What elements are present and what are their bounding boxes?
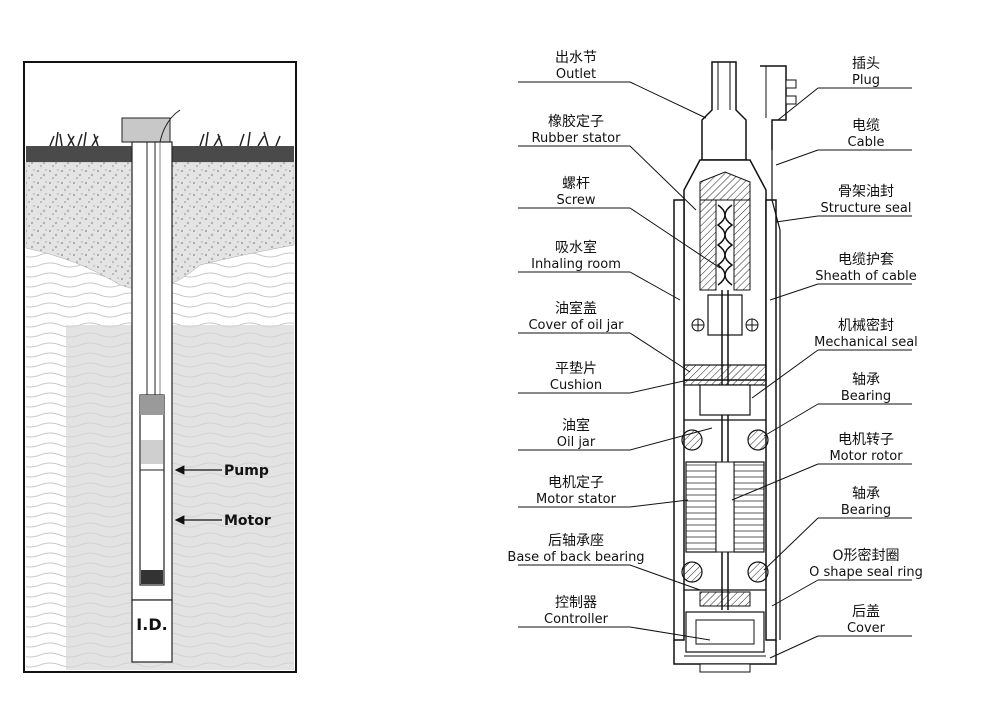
left-leader-line-3 xyxy=(629,271,681,301)
pump-label: Pump xyxy=(224,463,269,479)
right-leader-line-3 xyxy=(769,283,819,301)
right-label-4-en: Mechanical seal xyxy=(814,335,918,350)
right-label-9-cn: 后盖 xyxy=(852,604,880,620)
right-label-4-cn: 机械密封 xyxy=(838,317,894,334)
right-label-2-cn: 骨架油封 xyxy=(838,184,894,200)
left-label-2-en: Screw xyxy=(556,193,595,208)
right-leader-line-1 xyxy=(775,149,819,166)
left-label-5-en: Cushion xyxy=(550,378,602,393)
right-label-3-en: Sheath of cable xyxy=(815,269,917,284)
right-label-0-en: Plug xyxy=(852,73,880,88)
right-leader-line-9 xyxy=(769,635,819,659)
left-leader-line-1 xyxy=(629,145,697,211)
left-label-1-cn: 橡胶定子 xyxy=(548,113,604,130)
left-leader-line-0 xyxy=(629,81,707,119)
right-leader-line-7 xyxy=(763,517,819,571)
pump-cross-section xyxy=(673,61,797,673)
left-label-1-en: Rubber stator xyxy=(532,131,622,146)
left-leader-line-4 xyxy=(629,332,691,373)
right-label-6-en: Motor rotor xyxy=(829,449,903,464)
left-label-0-cn: 出水节 xyxy=(555,50,597,66)
left-label-9-en: Controller xyxy=(544,612,609,627)
left-leader-line-2 xyxy=(629,207,721,269)
right-label-0-cn: 插头 xyxy=(852,56,880,72)
right-leader-line-5 xyxy=(763,403,819,437)
right-label-9-en: Cover xyxy=(847,621,886,636)
right-leader-line-8 xyxy=(771,579,819,607)
right-label-7-cn: 轴承 xyxy=(852,486,880,502)
right-label-2-en: Structure seal xyxy=(821,201,912,216)
left-label-7-cn: 电机定子 xyxy=(548,475,604,491)
right-label-3-cn: 电缆护套 xyxy=(838,252,894,268)
left-label-0-en: Outlet xyxy=(556,67,596,82)
left-label-3-cn: 吸水室 xyxy=(555,239,597,256)
right-leader-line-2 xyxy=(775,215,819,223)
well-diagram: I.D. Pump Motor xyxy=(23,61,297,673)
left-label-4-en: Cover of oil jar xyxy=(528,318,624,333)
left-label-9-cn: 控制器 xyxy=(555,595,597,611)
right-leader-line-6 xyxy=(731,463,819,501)
left-label-7-en: Motor stator xyxy=(536,492,617,507)
left-label-6-en: Oil jar xyxy=(557,435,596,450)
left-label-2-cn: 螺杆 xyxy=(562,176,590,192)
right-label-8-en: O shape seal ring xyxy=(809,565,923,580)
right-label-5-cn: 轴承 xyxy=(852,372,880,388)
right-label-5-en: Bearing xyxy=(841,389,891,404)
left-label-8-cn: 后轴承座 xyxy=(548,533,604,549)
right-label-6-cn: 电机转子 xyxy=(838,432,894,448)
left-leader-line-5 xyxy=(629,379,689,394)
id-label: I.D. xyxy=(136,615,167,634)
left-leader-line-8 xyxy=(629,564,701,591)
right-label-1-cn: 电缆 xyxy=(852,118,880,134)
left-label-4-cn: 油室盖 xyxy=(555,300,597,317)
right-label-1-en: Cable xyxy=(848,135,885,150)
motor-label: Motor xyxy=(224,513,271,529)
right-label-7-en: Bearing xyxy=(841,503,891,518)
left-leader-line-7 xyxy=(629,499,689,508)
left-label-5-cn: 平垫片 xyxy=(555,361,597,377)
left-leader-line-9 xyxy=(629,626,711,641)
left-label-3-en: Inhaling room xyxy=(531,257,621,272)
right-leader-line-0 xyxy=(777,87,819,121)
right-label-8-cn: O形密封圈 xyxy=(832,547,899,564)
right-leader-line-4 xyxy=(751,349,819,399)
grass-icon xyxy=(49,131,281,147)
left-leader-line-6 xyxy=(629,427,713,451)
leader-lines xyxy=(518,81,912,659)
left-label-8-en: Base of back bearing xyxy=(507,550,644,565)
left-label-6-cn: 油室 xyxy=(562,417,590,434)
